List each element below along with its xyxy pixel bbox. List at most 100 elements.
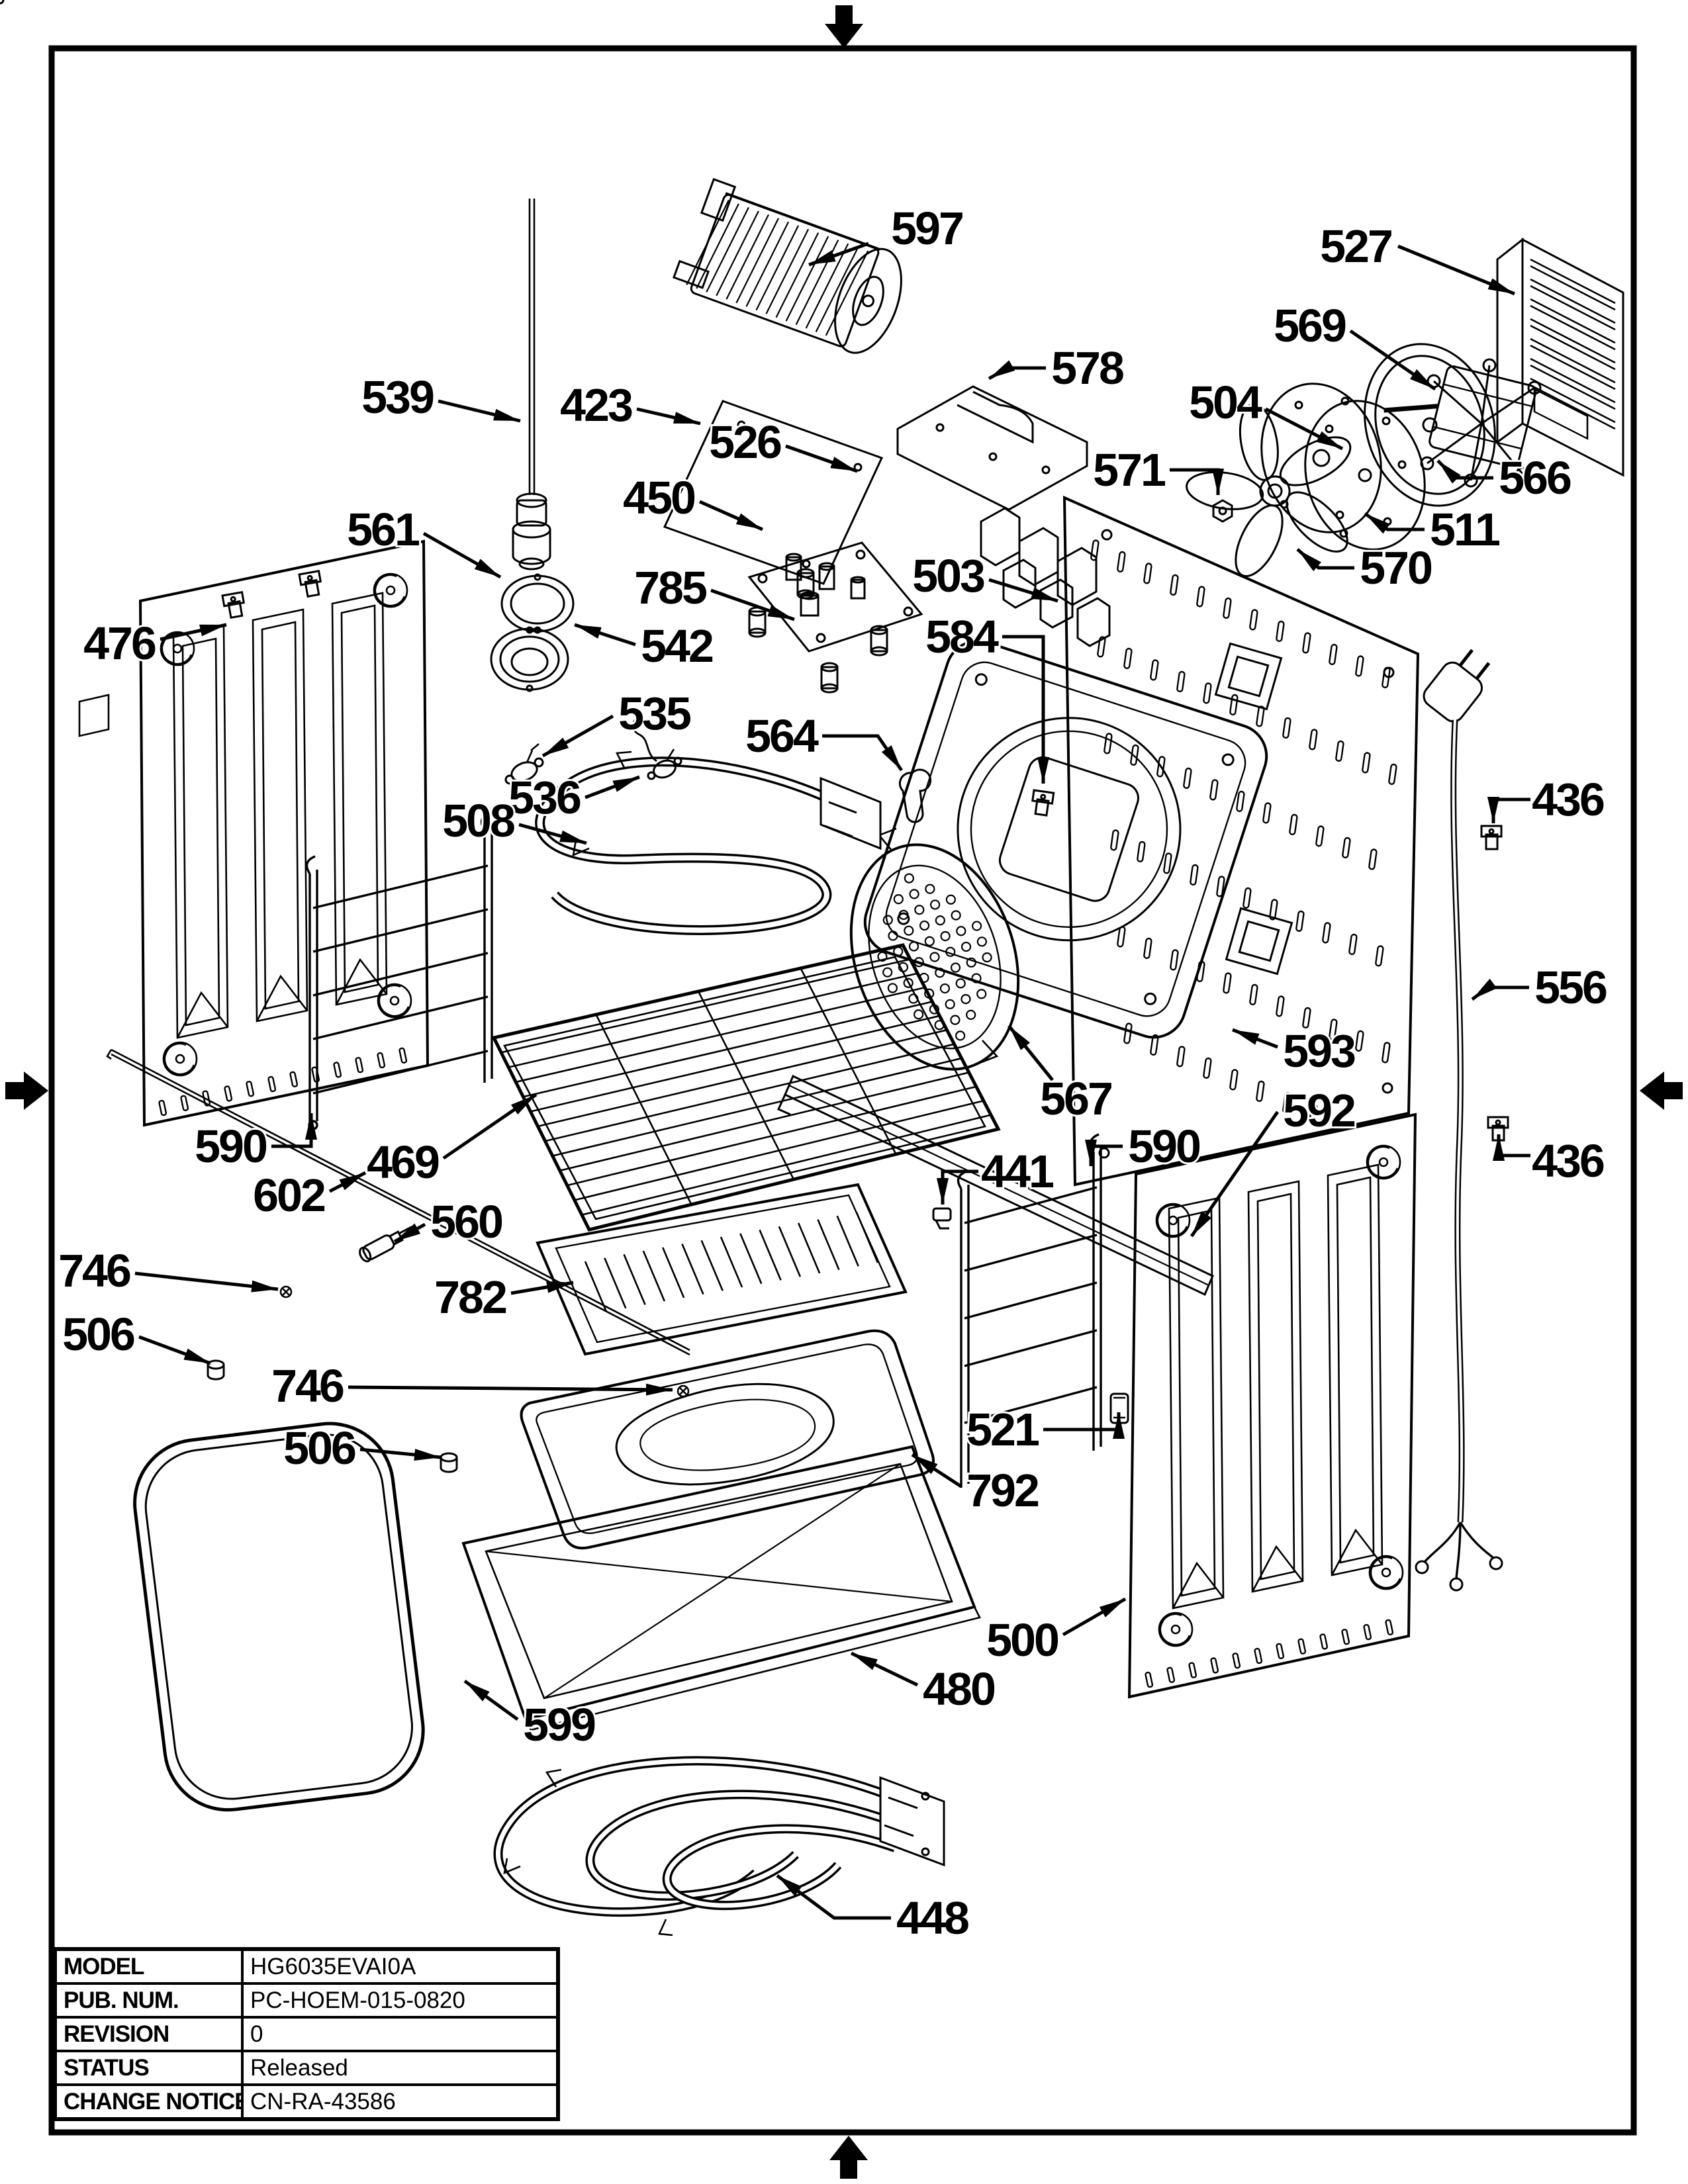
leader-line — [698, 500, 764, 531]
leader-line — [160, 623, 227, 641]
part-number-label: 599 — [523, 1699, 595, 1751]
part-number-label: 785 — [634, 562, 706, 614]
fan-plate — [0, 0, 884, 585]
broiler-pan — [520, 1329, 935, 1550]
part-number-label: 584 — [925, 611, 999, 662]
part-number-label: 560 — [430, 1196, 502, 1248]
table-row: PUB. NUM. PC-HOEM-015-0820 — [54, 1982, 559, 2019]
leader-line — [1190, 1111, 1280, 1238]
board-spacers — [748, 568, 888, 694]
leader-line — [585, 775, 640, 799]
part-number-label: 564 — [745, 710, 819, 762]
clip-584 — [1029, 789, 1055, 817]
leader-line — [463, 1679, 519, 1721]
convection-motor — [1383, 365, 1537, 468]
leader-line — [1170, 468, 1224, 495]
leader-line — [850, 1651, 919, 1687]
table-row: STATUS Released — [54, 2050, 559, 2086]
bottom-tray — [461, 1445, 981, 1731]
leader-line — [785, 444, 858, 473]
part-number-label: 746 — [58, 1245, 130, 1297]
part-number-label: 578 — [1051, 342, 1123, 394]
table-row: REVISION 0 — [54, 2016, 559, 2052]
right-side-panel — [1127, 1113, 1417, 1699]
part-number-label: 536 — [508, 772, 581, 823]
part-number-label: 423 — [560, 379, 632, 431]
part-number-label: 570 — [1360, 542, 1432, 594]
part-number-label: 503 — [912, 550, 984, 602]
thermostat-535 — [504, 743, 544, 785]
leader-line — [1493, 1134, 1530, 1161]
leader-line — [937, 1169, 978, 1205]
leader-line — [574, 623, 636, 647]
leader-line — [348, 1383, 673, 1396]
gasket-564 — [898, 768, 932, 823]
part-number-label: 593 — [1283, 1025, 1355, 1077]
leader-line — [518, 823, 587, 845]
leader-line — [1085, 1140, 1123, 1166]
part-number-label: 436 — [1532, 1135, 1604, 1187]
fan-nut — [1212, 499, 1233, 523]
leader-line — [138, 1335, 211, 1365]
part-number-label: 511 — [1430, 504, 1499, 555]
bumper-506-b — [440, 1452, 458, 1473]
sensor-536 — [632, 713, 682, 780]
part-number-label: 469 — [367, 1136, 439, 1188]
bottom-rail — [777, 1074, 1214, 1297]
drawing-border — [48, 45, 1637, 2136]
part-number-label: 571 — [1093, 444, 1165, 496]
bottom-arrow-icon — [829, 2136, 868, 2179]
part-number-label: 526 — [709, 416, 781, 468]
row-value: PC-HOEM-015-0820 — [241, 1982, 559, 2019]
part-number-label: 567 — [1040, 1073, 1111, 1124]
leader-line — [1349, 329, 1436, 391]
clip-436-upper — [1480, 825, 1503, 850]
leader-line — [134, 1271, 279, 1293]
right-arrow-icon — [1640, 1071, 1683, 1110]
leader-line — [1436, 459, 1493, 484]
leader-line — [328, 1171, 367, 1193]
title-block-table: MODEL HG6035EVAI0A PUB. NUM. PC-HOEM-015… — [53, 1947, 560, 2121]
bake-element — [493, 1756, 945, 1936]
leader-line — [438, 399, 521, 423]
leader-line — [271, 1113, 317, 1148]
part-number-label: 506 — [283, 1422, 355, 1474]
clip-441 — [932, 1207, 952, 1230]
table-row: CHANGE NOTICE CN-RA-43586 — [54, 2083, 559, 2120]
mounting-bracket — [896, 385, 1088, 511]
back-panel — [1062, 495, 1420, 1187]
part-number-label: 506 — [62, 1308, 134, 1360]
leader-line — [442, 1093, 538, 1160]
part-number-label: 556 — [1534, 962, 1607, 1013]
leader-line — [988, 578, 1058, 603]
broil-element — [535, 751, 882, 935]
leader-line — [710, 588, 795, 621]
table-row: MODEL HG6035EVAI0A — [54, 1948, 559, 1985]
leader-line — [1364, 512, 1425, 534]
oven-rack — [491, 943, 1001, 1232]
row-label: REVISION — [54, 2016, 244, 2052]
temp-probe — [512, 199, 551, 570]
row-label: CHANGE NOTICE — [54, 2083, 244, 2120]
leader-line — [510, 1281, 574, 1295]
row-label: PUB. NUM. — [54, 1982, 244, 2019]
part-number-label: 521 — [966, 1404, 1039, 1455]
part-number-label: 535 — [618, 688, 690, 739]
trim-strip — [106, 1048, 690, 1356]
motor-disc-566 — [1364, 343, 1496, 507]
vent-cover — [1496, 237, 1624, 477]
leader-line — [822, 734, 904, 772]
part-number-label: 590 — [195, 1120, 267, 1172]
leader-line — [1471, 978, 1529, 1001]
part-number-label: 782 — [434, 1271, 506, 1323]
screw-746-a — [279, 1285, 293, 1298]
leader-line — [1397, 244, 1515, 296]
leader-line — [1008, 1024, 1054, 1081]
part-number-label: 450 — [623, 472, 695, 523]
door-gasket — [133, 1422, 425, 1812]
panel-clips-476 — [221, 570, 324, 619]
leader-line — [1232, 1028, 1278, 1049]
row-value: 0 — [241, 2016, 559, 2052]
